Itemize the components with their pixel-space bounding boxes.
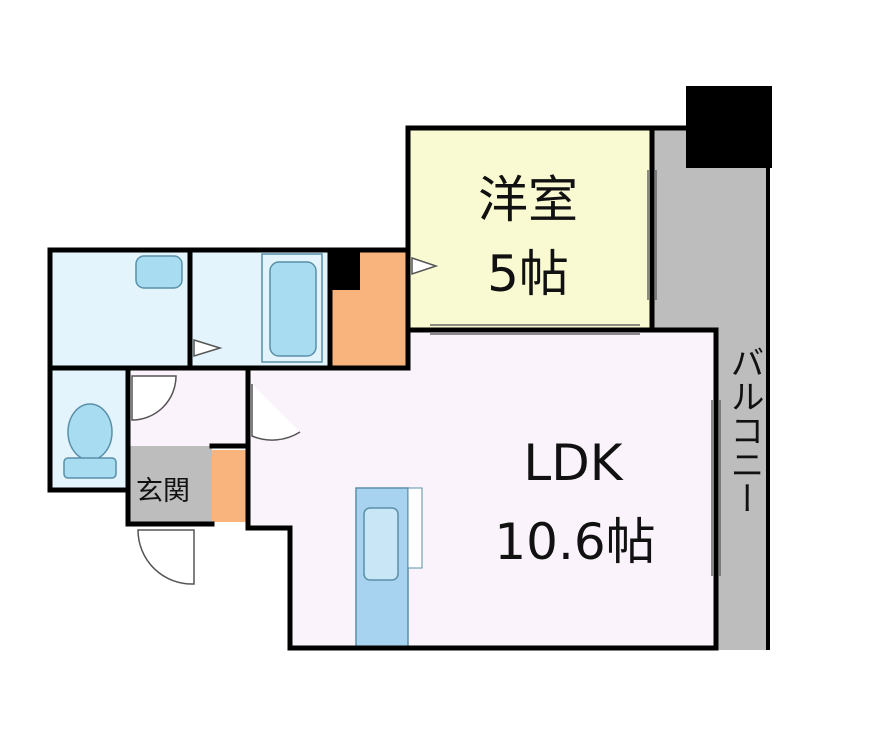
balcony-label: バルコニー <box>724 345 764 515</box>
kitchen-backsplash <box>407 487 423 569</box>
ldk-size: 10.6帖 <box>494 513 655 571</box>
hall-door <box>131 375 177 421</box>
ldk-door <box>251 384 301 441</box>
entrance-label: 玄関 <box>136 476 190 507</box>
western-room <box>408 128 652 328</box>
entrance-door <box>137 529 195 585</box>
shoe-cabinet <box>212 450 246 522</box>
western-door <box>411 256 439 276</box>
ldk-room <box>250 328 716 648</box>
doors <box>131 256 439 585</box>
wash-door <box>193 338 223 358</box>
washbasin <box>135 255 183 289</box>
entrance-area <box>128 446 212 524</box>
walls <box>47 125 719 651</box>
toilet-tank <box>63 457 117 479</box>
balcony-column <box>686 86 772 168</box>
windows <box>430 170 721 576</box>
kitchen-sink <box>363 507 399 581</box>
western-room-size: 5帖 <box>487 245 569 303</box>
closet-corner <box>330 248 360 290</box>
bathtub <box>269 261 317 357</box>
toilet-bowl <box>67 403 113 461</box>
western-room-name: 洋室 <box>478 171 578 229</box>
ldk-name: LDK <box>523 434 623 492</box>
